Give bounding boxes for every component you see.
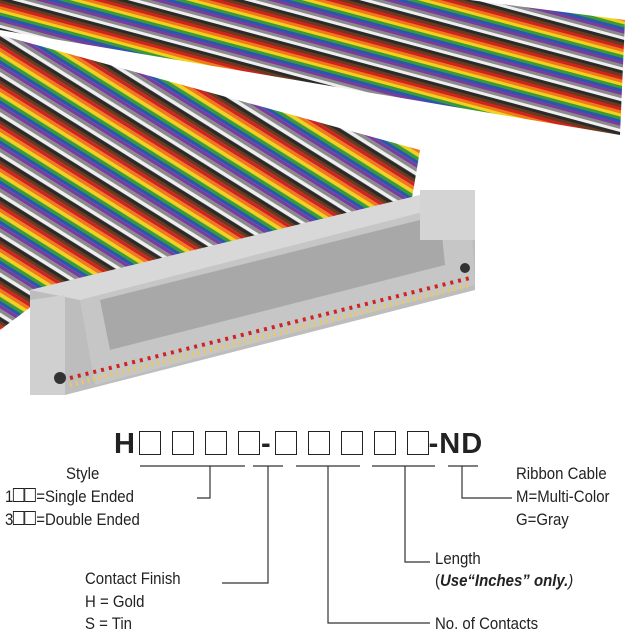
code-box — [274, 431, 297, 455]
style-code: 1 — [5, 487, 14, 506]
paren: ) — [568, 571, 574, 590]
paren: ( — [435, 571, 440, 590]
style-option-double: 3 =Double Ended — [5, 510, 140, 530]
lower-ribbon-cable — [0, 35, 420, 330]
code-box — [237, 431, 260, 455]
style-title: Style — [66, 464, 100, 483]
ribbon-cable-assembly-image — [0, 0, 625, 395]
contacts-title: No. of Contacts — [435, 614, 539, 633]
style-desc: =Single Ended — [36, 487, 134, 506]
code-box — [406, 431, 429, 455]
style-code: 3 — [5, 510, 14, 529]
code-box — [138, 431, 161, 455]
length-title: Length — [435, 549, 481, 568]
style-option-single: 1 =Single Ended — [5, 487, 134, 507]
code-box — [373, 431, 396, 455]
ribbon-gray: G=Gray — [516, 510, 569, 529]
part-separator: - — [260, 428, 272, 460]
upper-ribbon-cable — [0, 0, 625, 135]
idc-connector — [30, 190, 475, 395]
style-desc: =Double Ended — [36, 510, 140, 529]
ribbon-title: Ribbon Cable — [516, 464, 607, 483]
length-note: (Use“Inches” only.) — [435, 571, 573, 591]
part-prefix: H — [114, 428, 136, 460]
length-note-rest: only. — [529, 571, 569, 590]
part-suffix: -ND — [428, 428, 484, 460]
ribbon-multicolor: M=Multi-Color — [516, 487, 610, 506]
contact-finish-tin: S = Tin — [85, 614, 132, 633]
code-box — [307, 431, 330, 455]
code-box — [204, 431, 227, 455]
contact-finish-gold: H = Gold — [85, 592, 145, 611]
code-box — [340, 431, 363, 455]
code-box — [171, 431, 194, 455]
contact-finish-title: Contact Finish — [85, 569, 181, 588]
part-number-template: H - -ND — [114, 428, 483, 461]
length-note-bold: Use“Inches” — [439, 571, 530, 590]
